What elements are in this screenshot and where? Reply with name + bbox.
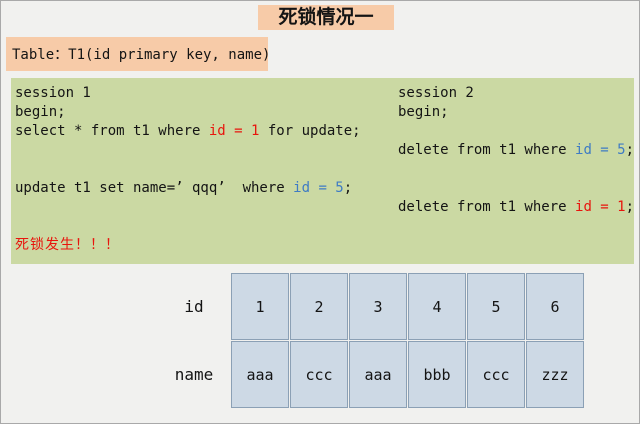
code-text: delete from t1 where [398, 199, 576, 215]
code-line-blank [15, 141, 385, 160]
id-cell: 2 [290, 273, 348, 340]
sql-condition-blue: id = 5 [575, 142, 626, 158]
code-line: session 1 [15, 84, 385, 103]
sql-condition-red: id = 1 [575, 199, 626, 215]
code-line-blank [398, 160, 628, 179]
code-text: begin; [15, 104, 66, 120]
code-text: ; [343, 180, 353, 196]
id-cell: 3 [349, 273, 407, 340]
session2-code-block: session 2 begin; delete from t1 where id… [398, 84, 634, 217]
name-cell: zzz [526, 341, 584, 408]
name-cell: ccc [290, 341, 348, 408]
name-cell: aaa [349, 341, 407, 408]
id-cell: 4 [408, 273, 466, 340]
code-line: delete from t1 where id = 5; [398, 141, 634, 160]
id-cell: 5 [467, 273, 525, 340]
code-text: session 1 [15, 85, 91, 101]
id-cell: 6 [526, 273, 584, 340]
session1-code-block: session 1 begin; select * from t1 where … [15, 84, 385, 255]
code-line-blank [15, 160, 385, 179]
name-cell: ccc [467, 341, 525, 408]
id-cell: 1 [231, 273, 289, 340]
table-definition-text: Table：T1(id primary key, name) [12, 47, 271, 63]
code-line: delete from t1 where id = 1; [398, 198, 634, 217]
code-line-blank [15, 217, 385, 236]
code-text: begin; [398, 104, 449, 120]
deadlock-warning: 死锁发生！！！ [15, 237, 120, 253]
code-line: update t1 set name=’ qqq’ where id = 5; [15, 179, 385, 198]
table-definition-banner: Table：T1(id primary key, name) [6, 37, 271, 71]
code-line: begin; [15, 103, 385, 122]
code-line-blank [398, 122, 628, 141]
slide-title: 死锁情况一 [258, 5, 394, 30]
code-text: ; [625, 199, 635, 215]
code-line-blank [15, 198, 385, 217]
sql-condition-blue: id = 5 [293, 180, 344, 196]
sql-sessions-panel: session 1 begin; select * from t1 where … [11, 78, 634, 264]
code-text: for update; [259, 123, 361, 139]
code-text: ; [625, 142, 635, 158]
code-line: session 2 [398, 84, 628, 103]
slide-title-text: 死锁情况一 [278, 6, 374, 28]
code-line: begin; [398, 103, 628, 122]
sql-condition-red: id = 1 [208, 123, 260, 139]
code-line-blank [398, 179, 628, 198]
table-row-label-name: name [174, 365, 214, 384]
name-cell: aaa [231, 341, 289, 408]
code-text: delete from t1 where [398, 142, 576, 158]
code-text: session 2 [398, 85, 474, 101]
code-text: update t1 set name=’ qqq’ where [15, 180, 294, 196]
t1-data-table: 1 2 3 4 5 6 aaa ccc aaa bbb ccc zzz [231, 273, 584, 408]
code-text: select * from t1 where [15, 123, 209, 139]
name-cell: bbb [408, 341, 466, 408]
code-line: select * from t1 where id = 1 for update… [15, 122, 385, 141]
table-row-label-id: id [184, 297, 204, 316]
